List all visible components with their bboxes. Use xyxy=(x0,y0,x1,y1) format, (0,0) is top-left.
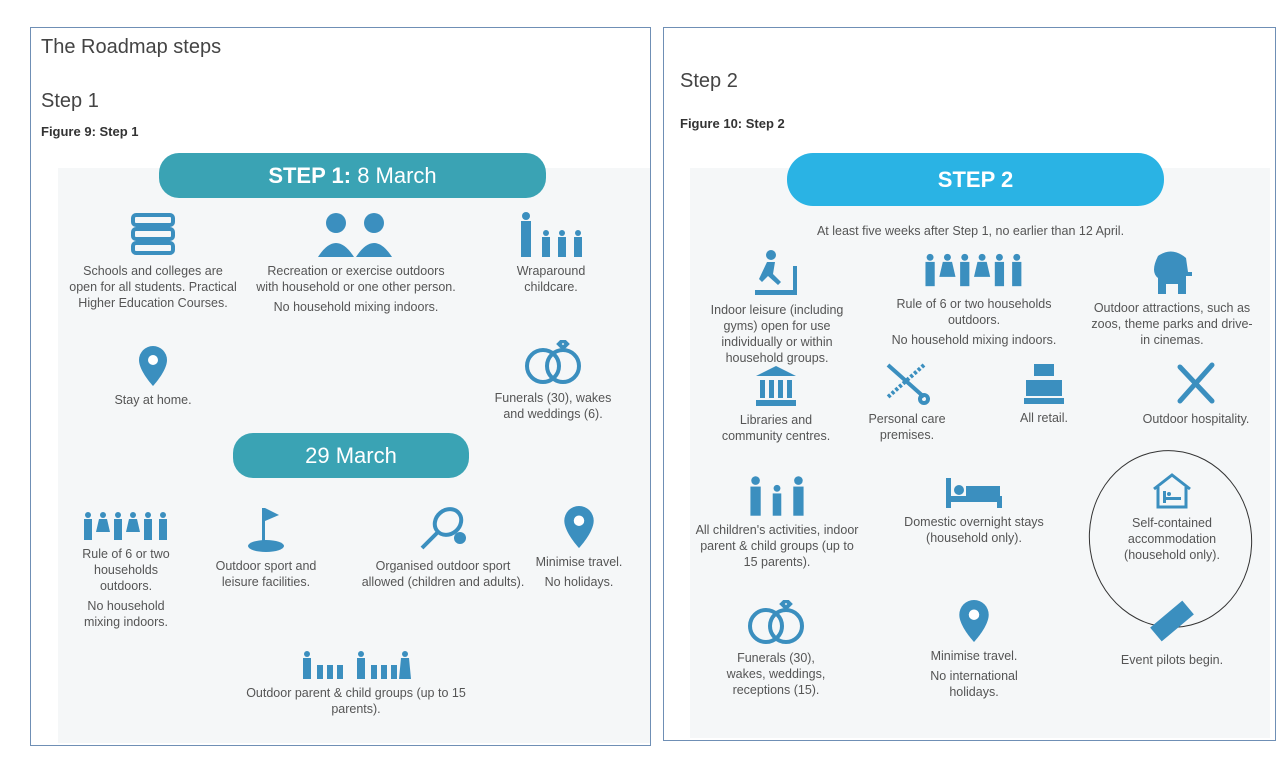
family-icon xyxy=(750,476,804,516)
location-pin-icon xyxy=(959,600,989,642)
item-overnight-stays: Domestic overnight stays (household only… xyxy=(889,478,1059,546)
item-funerals: Funerals (30), wakes, weddings, receptio… xyxy=(716,600,836,698)
rings-icon xyxy=(748,600,804,644)
section-heading: Step 1 xyxy=(41,90,99,112)
six-people-icon xyxy=(84,512,167,540)
six-people-icon xyxy=(925,253,1022,287)
step2-banner: STEP 2 xyxy=(787,153,1164,206)
item-indoor-leisure: Indoor leisure (including gyms) open for… xyxy=(702,250,852,366)
item-outdoor-attractions: Outdoor attractions, such as zoos, theme… xyxy=(1087,248,1257,348)
item-childrens-activities: All children's activities, indoor parent… xyxy=(692,476,862,570)
scissors-comb-icon xyxy=(886,363,930,405)
step2-label: STEP 2 xyxy=(937,166,1014,192)
step1-label: STEP 1: xyxy=(268,162,352,188)
item-outdoor-hospitality: Outdoor hospitality. xyxy=(1141,361,1251,427)
item-stay-home: Stay at home. xyxy=(78,346,228,408)
march29-label: 29 March xyxy=(305,442,397,468)
item-parent-child-groups: Outdoor parent & child groups (up to 15 … xyxy=(246,651,466,717)
cash-register-icon xyxy=(1024,364,1064,404)
section-heading: Step 2 xyxy=(680,70,738,92)
bed-icon xyxy=(946,478,1002,508)
step2-panel: Step 2 Figure 10: Step 2 STEP 2 At least… xyxy=(663,27,1276,741)
item-organised-sport: Organised outdoor sport allowed (childre… xyxy=(353,506,533,590)
house-bed-icon xyxy=(1153,473,1191,509)
family-icon xyxy=(521,212,582,257)
page-heading: The Roadmap steps xyxy=(41,36,222,58)
fork-knife-icon xyxy=(1177,362,1215,404)
item-libraries: Libraries and community centres. xyxy=(716,366,836,444)
books-icon xyxy=(131,213,175,255)
rings-icon xyxy=(525,340,581,384)
treadmill-icon xyxy=(755,250,797,295)
item-rule-of-six: Rule of 6 or two households outdoors. No… xyxy=(889,250,1059,348)
item-retail: All retail. xyxy=(994,364,1094,426)
item-event-pilots: Event pilots begin. xyxy=(1112,596,1232,668)
tennis-racket-icon xyxy=(420,507,466,550)
step1-banner: STEP 1: 8 March xyxy=(159,153,546,198)
two-people-icon xyxy=(318,213,392,257)
step1-panel: The Roadmap steps Step 1 Figure 9: Step … xyxy=(30,27,651,746)
item-minimise-travel: Minimise travel. No holidays. xyxy=(519,506,639,590)
figure-caption: Figure 9: Step 1 xyxy=(41,124,139,139)
item-childcare: Wraparound childcare. xyxy=(491,211,611,295)
parents-children-icon xyxy=(303,651,411,679)
item-funerals: Funerals (30), wakes and weddings (6). xyxy=(483,340,623,422)
march29-banner: 29 March xyxy=(233,433,469,478)
item-schools: Schools and colleges are open for all st… xyxy=(68,211,238,311)
library-icon xyxy=(756,366,796,406)
item-outdoor-sport: Outdoor sport and leisure facilities. xyxy=(201,506,331,590)
step1-date: 8 March xyxy=(357,162,437,188)
item-minimise-travel: Minimise travel. No international holida… xyxy=(909,600,1039,700)
item-self-contained-accommodation: Self-contained accommodation (household … xyxy=(1102,473,1242,563)
golf-flag-icon xyxy=(248,508,284,552)
elephant-icon xyxy=(1154,251,1192,294)
step2-subtitle: At least five weeks after Step 1, no ear… xyxy=(816,224,1125,238)
item-recreation: Recreation or exercise outdoors with hou… xyxy=(256,211,456,315)
item-personal-care: Personal care premises. xyxy=(852,361,962,443)
figure-caption: Figure 10: Step 2 xyxy=(680,116,785,131)
item-rule-of-six: Rule of 6 or two households outdoors. No… xyxy=(71,512,181,630)
ticket-icon xyxy=(1150,600,1194,642)
location-pin-icon xyxy=(139,346,167,386)
location-pin-icon xyxy=(564,506,594,548)
